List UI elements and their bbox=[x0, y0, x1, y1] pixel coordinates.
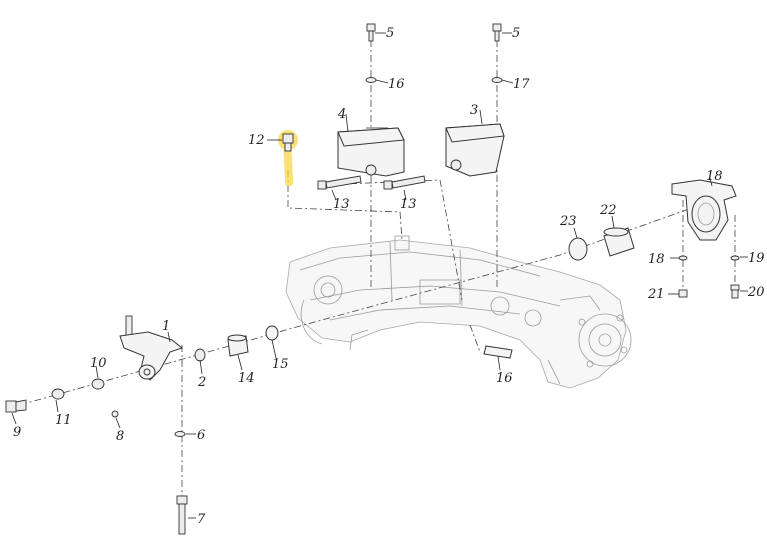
callout-15: 15 bbox=[272, 357, 289, 372]
washer-16-right bbox=[491, 77, 503, 83]
bolt-5-right bbox=[492, 23, 502, 42]
callout-9: 11 bbox=[55, 413, 72, 428]
washer-10 bbox=[174, 431, 186, 437]
callout-20: 21 bbox=[647, 287, 665, 302]
callout-17: 18 bbox=[706, 169, 723, 184]
callout-7: 9 bbox=[13, 425, 21, 440]
callout-8: 10 bbox=[90, 356, 107, 371]
callout-5-right: 5 bbox=[512, 26, 520, 41]
callout-14: 14 bbox=[238, 371, 255, 386]
leader-lines bbox=[11, 32, 748, 519]
washer-8 bbox=[91, 378, 105, 390]
bolt-13-left bbox=[317, 175, 362, 190]
bolt-7 bbox=[5, 399, 27, 413]
bolt-13-right bbox=[383, 175, 426, 190]
nut-9 bbox=[51, 388, 65, 400]
bushing-21 bbox=[603, 227, 635, 257]
nut-20 bbox=[678, 289, 688, 298]
callout-21: 22 bbox=[599, 203, 617, 218]
washer-16-left bbox=[365, 77, 377, 83]
callout-18-left: 18 bbox=[648, 252, 665, 267]
bolt-19 bbox=[730, 284, 740, 299]
callout-10: 6 bbox=[197, 428, 205, 443]
guard-plate-3 bbox=[445, 123, 505, 177]
callout-23: 16 bbox=[496, 371, 513, 386]
washer-18-right bbox=[730, 255, 740, 261]
callout-labels: 5 5 16 17 4 3 12 13 13 1 2 14 15 10 11 9… bbox=[13, 26, 765, 527]
callout-1: 1 bbox=[162, 319, 170, 334]
bolt-5-left bbox=[366, 23, 376, 42]
callout-13-right: 13 bbox=[400, 197, 417, 212]
callout-22: 23 bbox=[559, 214, 577, 229]
callout-11: 7 bbox=[197, 512, 206, 527]
callout-4: 4 bbox=[337, 107, 346, 122]
guard-plate-4 bbox=[337, 127, 405, 177]
callout-3: 3 bbox=[470, 103, 478, 118]
part-12-fitting bbox=[282, 133, 294, 152]
callout-12: 12 bbox=[248, 133, 265, 148]
callout-19: 20 bbox=[747, 285, 765, 300]
bolt-11 bbox=[176, 495, 188, 535]
ring-2 bbox=[194, 348, 206, 362]
washer-18-left bbox=[678, 255, 688, 261]
callout-18-right: 19 bbox=[748, 251, 765, 266]
callout-5-left: 5 bbox=[386, 26, 394, 41]
callout-16-right: 17 bbox=[513, 77, 530, 92]
callout-6: 8 bbox=[116, 429, 124, 444]
bushing-14 bbox=[227, 334, 249, 357]
callout-2: 2 bbox=[197, 375, 206, 390]
steering-knuckle-17 bbox=[671, 179, 737, 241]
callout-16-left: 16 bbox=[388, 77, 405, 92]
callout-13-left: 13 bbox=[333, 197, 350, 212]
plate-23 bbox=[483, 345, 513, 359]
pin-6 bbox=[111, 410, 119, 418]
seal-22 bbox=[568, 237, 588, 261]
seal-15 bbox=[265, 325, 279, 341]
steering-knuckle-1 bbox=[119, 315, 184, 381]
